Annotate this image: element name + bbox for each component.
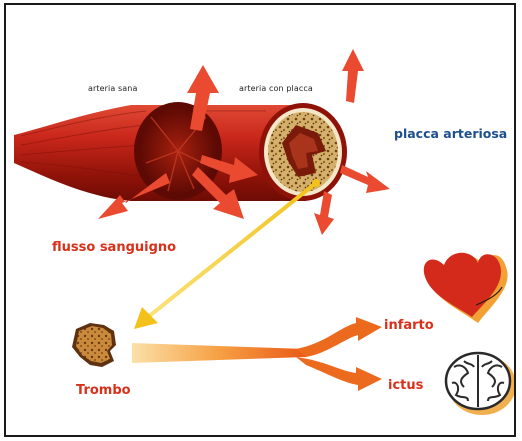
plaque-artery-section [259,103,347,201]
thrombus-label: Trombo [76,383,131,398]
thrombus-icon [72,323,116,367]
outcome-arrows [132,317,382,391]
stroke-label: ictus [388,378,423,393]
plaque-artery-label: arteria con placca [239,84,313,93]
diagram-frame: arteria sana arteria con placca placca a… [4,3,516,437]
healthy-artery-label: arteria sana [88,84,137,93]
artery-diagram [6,5,516,437]
brain-icon [446,353,516,415]
blood-flow-label: flusso sanguigno [52,240,176,255]
arterial-plaque-label: placca arteriosa [394,126,507,141]
heart-icon [424,253,508,323]
heart-attack-label: infarto [384,318,434,333]
